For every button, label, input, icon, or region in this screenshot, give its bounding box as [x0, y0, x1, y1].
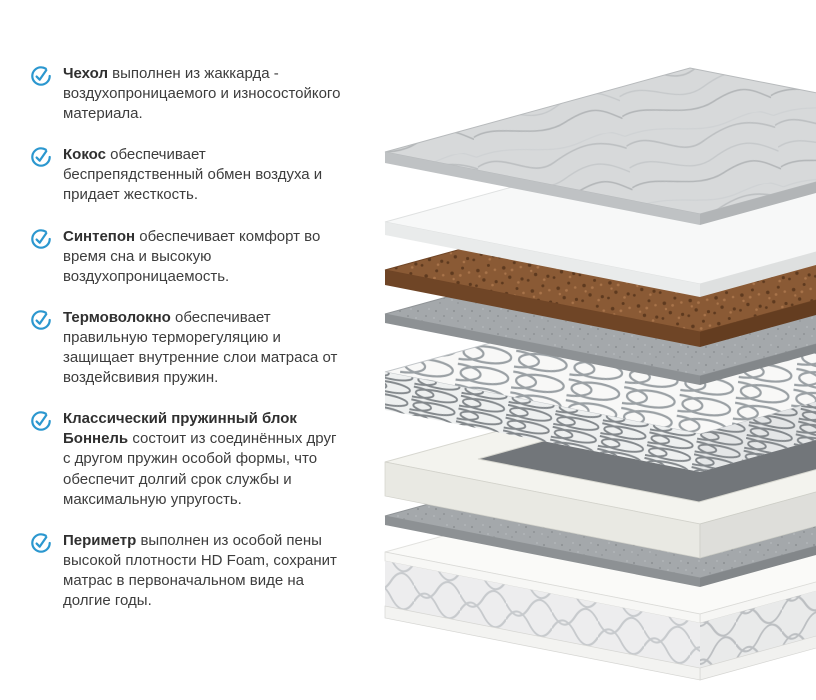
feature-text: Синтепон обеспечивает комфорт во время с… — [63, 227, 348, 287]
cover-front-left-face — [385, 152, 700, 225]
feature-item-synthepon: Синтепон обеспечивает комфорт во время с… — [30, 227, 348, 287]
springs-front-right-mesh — [700, 402, 816, 472]
coco-front-left-face — [385, 270, 700, 347]
check-icon — [30, 65, 52, 87]
springs-front-left-mesh — [385, 372, 700, 472]
feature-item-cover: Чехол выполнен из жаккарда - воздухопрон… — [30, 64, 348, 124]
feature-text: Периметр выполнен из особой пены высокой… — [63, 531, 348, 611]
feature-description: состоит из соединённых друг с другом пру… — [63, 430, 337, 508]
feature-description: обеспечивает беспрепядственный обмен воз… — [63, 146, 323, 204]
feature-item-coco: Кокос обеспечивает беспрепядственный обм… — [30, 145, 348, 205]
feature-description: обеспечивает правильную терморегуляцию и… — [63, 308, 338, 387]
cover-top-face — [384, 67, 816, 215]
feature-item-bonnell: Классический пружинный блок Боннель сост… — [30, 409, 348, 509]
feature-description: обеспечивает комфорт во время сна и высо… — [63, 227, 321, 285]
check-icon — [30, 309, 52, 331]
check-icon — [30, 146, 52, 168]
feature-title: Классический пружинный блок Боннель — [63, 410, 297, 448]
feature-description: выполнен из особой пены высокой плотност… — [63, 531, 337, 609]
feature-description: выполнен из жаккарда - воздухопроницаемо… — [63, 65, 341, 123]
synthepon-front-left-face — [385, 222, 700, 297]
feature-title: Чехол — [63, 65, 108, 82]
feature-title: Термоволокно — [63, 308, 171, 326]
cover-front-right-face — [700, 182, 816, 225]
felt2-front-left-face — [385, 516, 700, 587]
felt1-front-left-face — [385, 314, 700, 385]
body-side-right-quilt — [700, 591, 816, 668]
layer-cover-jacquard — [384, 67, 816, 225]
coco-front-right-face — [700, 300, 816, 347]
check-icon — [30, 228, 52, 250]
feature-title: Синтепон — [63, 227, 136, 245]
check-icon — [30, 532, 52, 554]
check-icon — [30, 410, 52, 432]
feature-text: Классический пружинный блок Боннель сост… — [63, 409, 348, 509]
feature-title: Периметр — [63, 531, 137, 549]
body-side-left-quilt — [385, 561, 700, 668]
feature-list: Чехол выполнен из жаккарда - воздухопрон… — [30, 64, 348, 611]
feature-text: Кокос обеспечивает беспрепядственный обм… — [63, 145, 348, 205]
feature-item-perimeter: Периметр выполнен из особой пены высокой… — [30, 531, 348, 611]
body-side-left-bottom-band — [384, 605, 701, 681]
synthepon-front-right-face — [700, 252, 816, 297]
feature-title: Кокос — [63, 146, 106, 164]
feature-text: Чехол выполнен из жаккарда - воздухопрон… — [63, 64, 348, 124]
feature-item-thermofiber: Термоволокно обеспечивает правильную тер… — [30, 308, 348, 388]
felt2-front-right-face — [700, 546, 816, 587]
feature-text: Термоволокно обеспечивает правильную тер… — [63, 308, 348, 388]
frame-front-right-face — [699, 491, 816, 559]
felt1-front-right-face — [700, 344, 816, 385]
